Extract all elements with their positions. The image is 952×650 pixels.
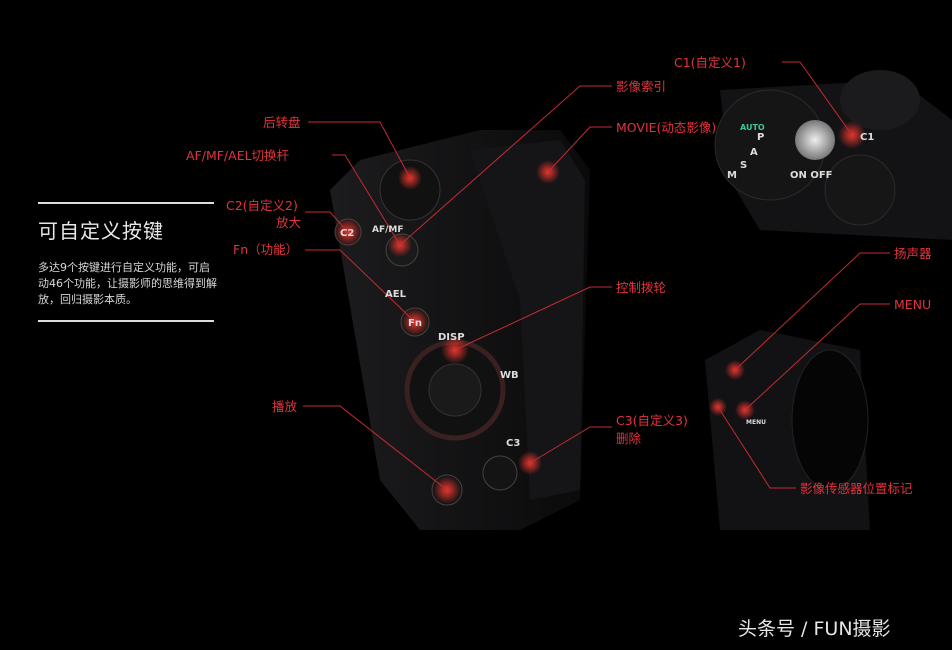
label-menu: MENU <box>894 297 932 312</box>
label-delete: 删除 <box>616 431 642 446</box>
label-c2: C2(自定义2) <box>226 198 298 213</box>
mode-p: P <box>757 132 764 143</box>
mode-m: M <box>727 170 737 181</box>
label-c1: C1(自定义1) <box>674 55 746 70</box>
disp-mark: DISP <box>438 332 465 343</box>
label-rear-dial: 后转盘 <box>263 115 301 130</box>
ael-mark: AEL <box>385 289 407 300</box>
grip <box>470 140 585 500</box>
label-control-wheel: 控制拨轮 <box>616 280 667 295</box>
af-mf-mark: AF/MF <box>372 225 404 235</box>
fn-mark: Fn <box>408 318 422 329</box>
label-playback: 播放 <box>272 399 298 414</box>
label-fn: Fn（功能） <box>233 242 299 257</box>
c1-mark: C1 <box>860 132 874 143</box>
label-image-index: 影像索引 <box>616 79 667 94</box>
mode-auto: AUTO <box>740 123 765 132</box>
watermark: 头条号 / FUN摄影 <box>738 618 891 640</box>
label-c3: C3(自定义3) <box>616 413 688 428</box>
label-movie: MOVIE(动态影像) <box>616 120 717 135</box>
panel-description: 多达9个按键进行自定义功能，可启动46个功能，让摄影师的思维得到解放，回归摄影本… <box>38 261 217 306</box>
label-af-mf-ael: AF/MF/AEL切换杆 <box>186 148 290 163</box>
on-off-mark: ON OFF <box>790 170 833 181</box>
label-sensor-mark: 影像传感器位置标记 <box>800 481 913 496</box>
panel-title: 可自定义按键 <box>38 219 164 243</box>
delete-button <box>482 455 518 491</box>
c3-mark: C3 <box>506 438 520 449</box>
mode-s: S <box>740 160 747 171</box>
menu-mark: MENU <box>746 419 766 426</box>
leader-lines <box>303 61 890 491</box>
divider-bottom <box>38 320 214 322</box>
label-speaker: 扬声器 <box>894 246 932 261</box>
wb-mark: WB <box>500 370 519 381</box>
c2-mark: C2 <box>340 228 354 239</box>
mode-a: A <box>750 147 758 158</box>
divider-top <box>38 202 214 204</box>
shutter-button <box>795 120 835 160</box>
label-zoom: 放大 <box>276 215 302 230</box>
